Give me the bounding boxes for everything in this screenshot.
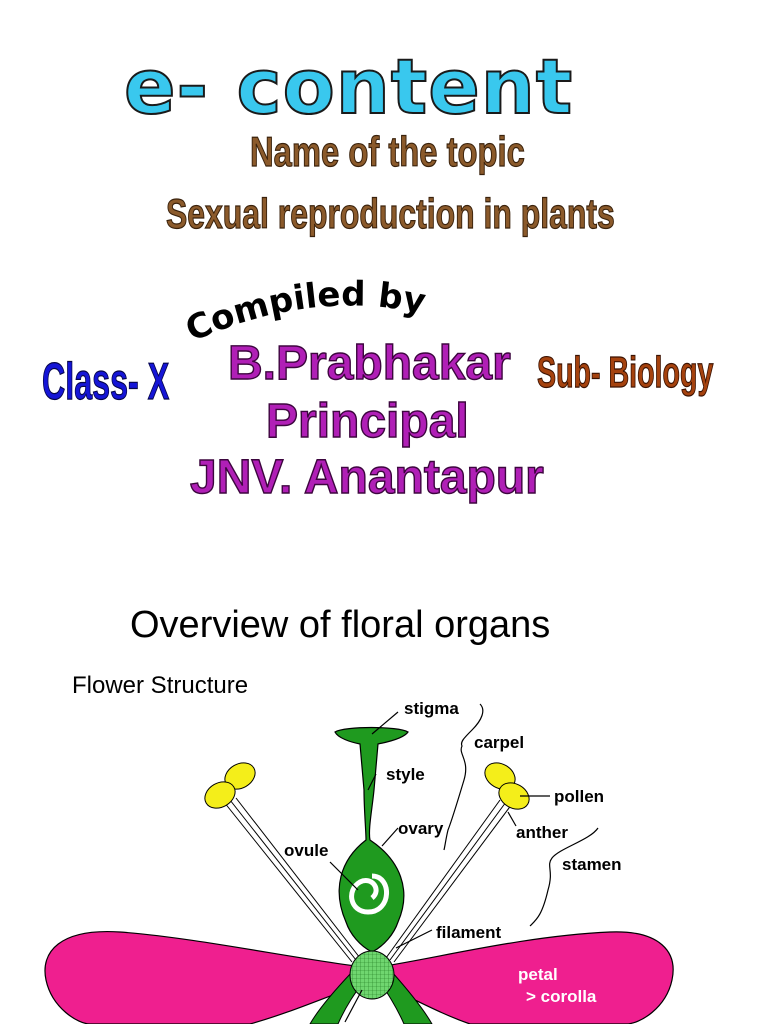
- label-pollen: pollen: [554, 787, 604, 806]
- subject-label: Sub- Biology: [537, 347, 714, 397]
- label-ovary: ovary: [398, 819, 444, 838]
- receptacle: [349, 950, 395, 1000]
- petal-right: [371, 931, 674, 1024]
- overview-title: Overview of floral organs: [130, 604, 551, 646]
- anther-left: [204, 762, 256, 809]
- pistil: [334, 726, 409, 953]
- school-name: JNV. Anantapur: [189, 450, 544, 504]
- flower-structure-title: Flower Structure: [72, 672, 249, 699]
- label-style: style: [386, 765, 425, 784]
- label-carpel: carpel: [474, 733, 524, 752]
- label-stamen: stamen: [562, 855, 622, 874]
- topic-line-2: Sexual reproduction in plants: [166, 189, 616, 237]
- label-anther: anther: [516, 823, 568, 842]
- author-role: Principal: [265, 394, 469, 448]
- label-stigma: stigma: [404, 699, 459, 718]
- label-filament: filament: [436, 923, 502, 942]
- filaments: [223, 797, 513, 963]
- flower-diagram: stigma carpel style pollen ovary anther …: [44, 699, 674, 1024]
- label-corolla: > corolla: [526, 987, 597, 1006]
- econtent-heading: e- content: [123, 41, 574, 132]
- anther-right: [484, 762, 530, 810]
- topic-line-1: Name of the topic: [250, 127, 526, 175]
- leader-lines: [329, 703, 599, 1023]
- label-petal: petal: [518, 965, 558, 984]
- class-label: Class- X: [42, 352, 170, 411]
- label-ovule: ovule: [284, 841, 328, 860]
- author-name: B.Prabhakar: [227, 336, 511, 390]
- ovule: [349, 873, 389, 915]
- compiled-by-arc: Compiled by: [180, 274, 429, 350]
- petal-left: [44, 930, 373, 1024]
